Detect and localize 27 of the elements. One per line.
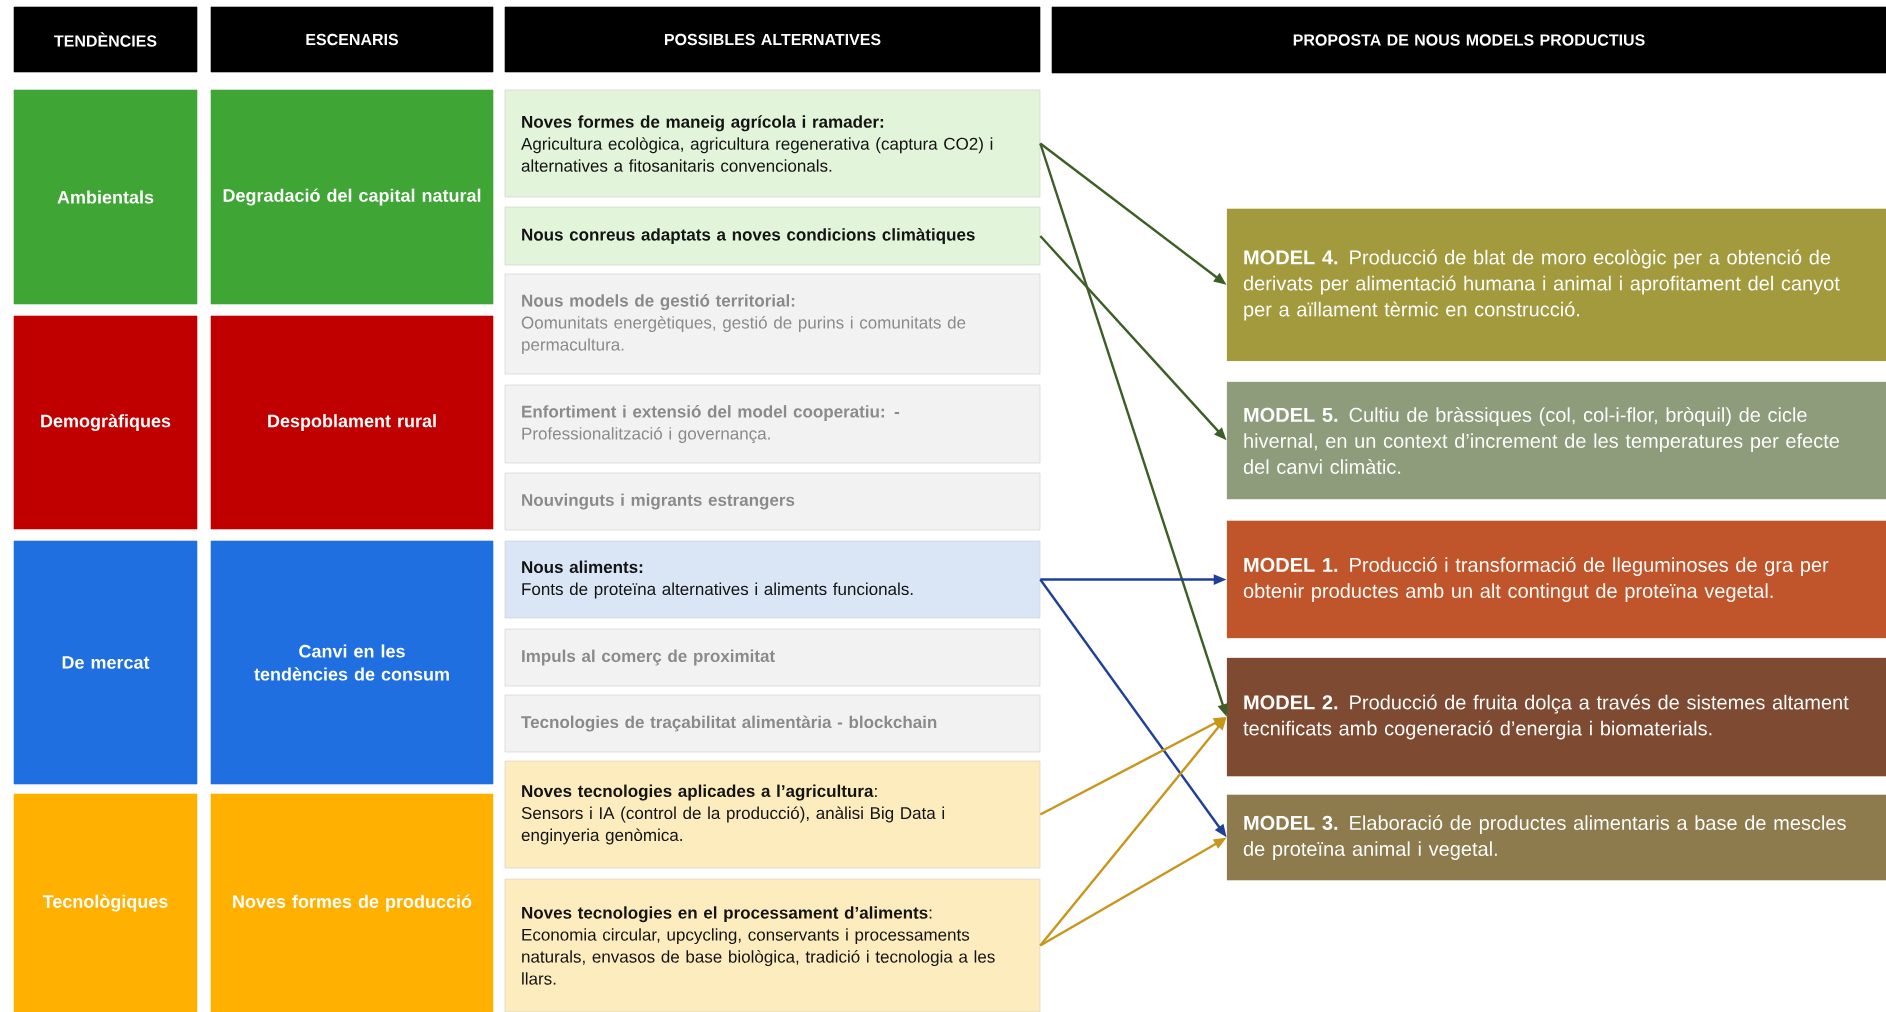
alternative-box: Noves tecnologies aplicades a l’agricultura: Sensors i IA (control de la producció), anàlisi Big Data i enginyeria genòmica.	[504, 760, 1041, 869]
model-box: MODEL 3. Elaboració de productes alimentaris a base de mescles de proteïna animal i vegetal.	[1226, 794, 1886, 881]
category-box: Despoblament rural	[210, 315, 494, 530]
model-box: MODEL 5. Cultiu de bràssiques (col, col-i-flor, bròquil) de cicle hivernal, en un context d’increment de les temperatures per efecte del canvi climàtic.	[1226, 381, 1886, 500]
alternative-box: Tecnologies de traçabilitat alimentària - blockchain	[504, 694, 1041, 753]
category-box: Ambientals	[13, 89, 198, 305]
category-box: Noves formes de producció	[210, 793, 494, 1012]
alternative-box: Enfortiment i extensió del model cooperatiu: - Professionalització i governança.	[504, 384, 1041, 464]
header-box: TENDÈNCIES	[13, 6, 198, 73]
model-box: MODEL 1. Producció i transformació de lleguminoses de gra per obtenir productes amb un alt contingut de proteïna vegetal.	[1226, 520, 1886, 639]
header-box: ESCENARIS	[210, 6, 494, 73]
alternative-box: Impuls al comerç de proximitat	[504, 628, 1041, 687]
category-box: Canvi en les tendències de consum	[210, 540, 494, 785]
alternative-box: Noves formes de maneig agrícola i ramader: Agricultura ecològica, agricultura regenerativa (captura CO2) i alternatives a fitosanitaris convencionals.	[504, 89, 1041, 198]
header-box: PROPOSTA DE NOUS MODELS PRODUCTIUS	[1051, 6, 1886, 74]
category-box: Degradació del capital natural	[210, 89, 494, 305]
category-box: Demogràfiques	[13, 315, 198, 530]
header-box: POSSIBLES ALTERNATIVES	[504, 6, 1041, 73]
alternative-box: Nouvinguts i migrants estrangers	[504, 472, 1041, 531]
model-box: MODEL 2. Producció de fruita dolça a través de sistemes altament tecnificats amb cogeneració d’energia i biomaterials.	[1226, 657, 1886, 777]
alternative-box: Nous conreus adaptats a noves condicions climàtiques	[504, 206, 1041, 266]
model-box: MODEL 4. Producció de blat de moro ecològic per a obtenció de derivats per alimentació humana i animal i aprofitament del canyot per a aïllament tèrmic en construcció.	[1226, 208, 1886, 362]
alternative-box: Nous aliments: Fonts de proteïna alternatives i aliments funcionals.	[504, 540, 1041, 619]
category-box: Tecnològiques	[13, 793, 198, 1012]
alternative-box: Noves tecnologies en el processament d’aliments: Economia circular, upcycling, conservants i processaments naturals, envasos de base biològica, tradició i tecnologia a les llars.	[504, 878, 1041, 1012]
category-box: De mercat	[13, 540, 198, 785]
alternative-box: Nous models de gestió territorial: Oomunitats energètiques, gestió de purins i comunitats de permacultura.	[504, 273, 1041, 375]
